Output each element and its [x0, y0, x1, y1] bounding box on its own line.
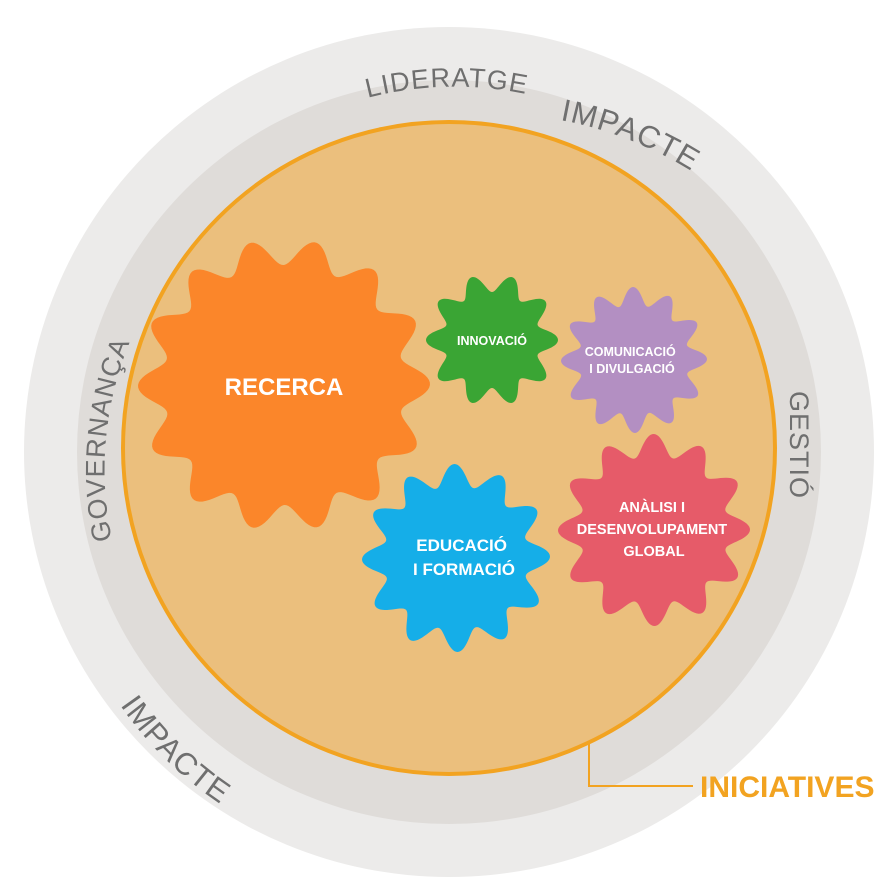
- middle-ring-label-right: GESTIÓ: [784, 391, 815, 499]
- gear-educacio-shape: [362, 464, 550, 652]
- gear-comunicacio: COMUNICACIÓ I DIVULGACIÓ: [561, 287, 707, 433]
- gear-analisi-label: ANÀLISI I DESENVOLUPAMENT GLOBAL: [577, 499, 731, 560]
- gear-comunicacio-label: COMUNICACIÓ I DIVULGACIÓ: [585, 344, 679, 376]
- gear-recerca-shape: [138, 242, 430, 528]
- gear-recerca: RECERCA: [138, 242, 430, 528]
- gear-analisi: ANÀLISI I DESENVOLUPAMENT GLOBAL: [558, 434, 750, 626]
- callout-leader-line: [588, 742, 693, 787]
- gear-innovacio-label: INNOVACIÓ: [457, 333, 527, 348]
- gear-innovacio-shape: [426, 277, 558, 403]
- gear-comunicacio-shape: [561, 287, 707, 433]
- callout-label: INICIATIVES: [700, 771, 874, 804]
- gear-educacio: EDUCACIÓ I FORMACIÓ: [362, 464, 550, 652]
- gear-analisi-shape: [558, 434, 750, 626]
- gear-innovacio: INNOVACIÓ: [426, 277, 558, 403]
- gear-recerca-label: RECERCA: [225, 374, 344, 401]
- gear-educacio-label: EDUCACIÓ I FORMACIÓ: [413, 536, 515, 579]
